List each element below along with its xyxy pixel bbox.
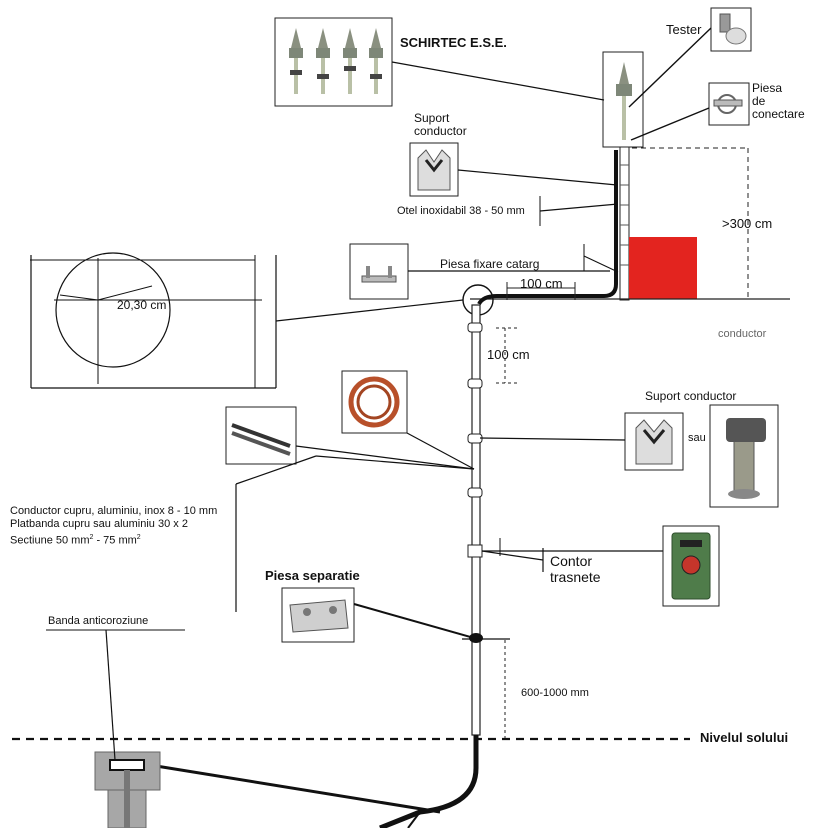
- conductor-spec-block: Conductor cupru, aluminiu, inox 8 - 10 m…: [10, 505, 217, 548]
- conductor-spec-line: Sectiune 50 mm2 - 75 mm2: [10, 531, 217, 548]
- mast-fixing-piece-photo: [349, 243, 409, 300]
- bend-detail-zoom: [30, 252, 277, 389]
- spec-leader-2: [235, 455, 317, 485]
- mast: [619, 146, 630, 301]
- conductor-support-alt-photo: [709, 404, 779, 508]
- dist-100-horizontal-label: 100 cm: [520, 276, 563, 291]
- dist-600-label: 600-1000 mm: [521, 687, 589, 699]
- copper-coil-photo: [341, 370, 408, 434]
- horizontal-100-dimension: [506, 282, 576, 300]
- ese-terminals-photo: [274, 17, 393, 107]
- conductor-clips: [467, 322, 483, 498]
- connector-label-line: Piesa: [752, 81, 783, 95]
- coil-leader: [406, 432, 475, 470]
- ground-level-label: Nivelul solului: [700, 730, 789, 745]
- separation-label: Piesa separatie: [265, 568, 360, 583]
- tester-leader: [628, 27, 712, 108]
- lightning-counter-photo: [662, 525, 720, 607]
- banda-leader: [105, 629, 116, 761]
- tester-label: Tester: [666, 22, 702, 37]
- dist-100-vertical-label: 100 cm: [487, 347, 530, 362]
- earth-link-branch: [407, 811, 421, 828]
- bar-leader: [295, 445, 475, 470]
- spec-leader: [315, 455, 475, 470]
- conductor-top: [477, 150, 618, 306]
- ese-leader: [391, 61, 605, 101]
- support-top-label: Suport conductor: [414, 112, 467, 138]
- separation-piece-photo: [281, 587, 355, 643]
- conductor-spec-line: Conductor cupru, aluminiu, inox 8 - 10 m…: [10, 505, 218, 517]
- support-right-leader: [479, 437, 626, 441]
- height-label: >300 cm: [722, 216, 773, 231]
- contor-label: Contor trasnete: [550, 553, 601, 585]
- vertical-100-dimension: [496, 327, 520, 384]
- support-top-label-line: Suport: [414, 111, 450, 125]
- separation-leader: [353, 603, 475, 639]
- bend-leader: [275, 299, 464, 322]
- fixing-tick-2: [583, 255, 619, 273]
- contor-label-line: Contor: [550, 553, 593, 569]
- building-block: [629, 237, 697, 299]
- separation-joint: [469, 633, 483, 643]
- ese-rod-icon: [343, 28, 357, 94]
- conductor-note-label: conductor: [718, 328, 767, 340]
- radius-label: 20,30 cm: [117, 298, 167, 312]
- connector-piece-label: Piesa de conectare: [752, 82, 805, 121]
- height-dimension: [632, 147, 749, 299]
- inox-leader: [539, 203, 619, 212]
- brand-label: SCHIRTEC E.S.E.: [400, 35, 507, 50]
- earth-link-conductor: [149, 763, 441, 814]
- support-top-leader: [457, 169, 618, 186]
- conductor-spec-line: Platbanda cupru sau aluminiu 30 x 2: [10, 518, 188, 530]
- connector-label-line: conectare: [752, 107, 805, 121]
- connector-leader: [630, 107, 710, 141]
- contor-leader-2: [481, 550, 544, 561]
- flat-bars-photo: [225, 406, 297, 465]
- banda-label: Banda anticoroziune: [48, 615, 149, 627]
- connector-label-line: de: [752, 94, 766, 108]
- ese-rod-icon: [289, 28, 303, 94]
- conductor-support-right-photo: [624, 412, 684, 471]
- spec-superscript: 2: [136, 534, 141, 541]
- conductor-support-top-photo: [409, 142, 459, 197]
- spec-section-text: - 75 mm: [93, 534, 137, 547]
- ese-rod-icon: [316, 28, 330, 94]
- spec-superscript: 2: [89, 534, 94, 541]
- support-top-label-line: conductor: [414, 124, 467, 138]
- support-right-label: Suport conductor: [645, 389, 737, 403]
- spec-section-text: Sectiune 50 mm: [10, 534, 90, 547]
- sau-label: sau: [688, 432, 706, 444]
- ground-pit: [94, 751, 161, 828]
- down-conductor: [471, 304, 481, 736]
- inox-label: Otel inoxidabil 38 - 50 mm: [397, 205, 525, 217]
- fixing-label: Piesa fixare catarg: [440, 257, 540, 271]
- connector-piece-photo: [708, 82, 750, 126]
- contor-housing: [467, 544, 483, 558]
- contor-label-line: trasnete: [550, 569, 601, 585]
- underground-conductor: [379, 735, 479, 828]
- ese-rod-icon: [369, 28, 383, 94]
- tester-photo: [710, 7, 752, 52]
